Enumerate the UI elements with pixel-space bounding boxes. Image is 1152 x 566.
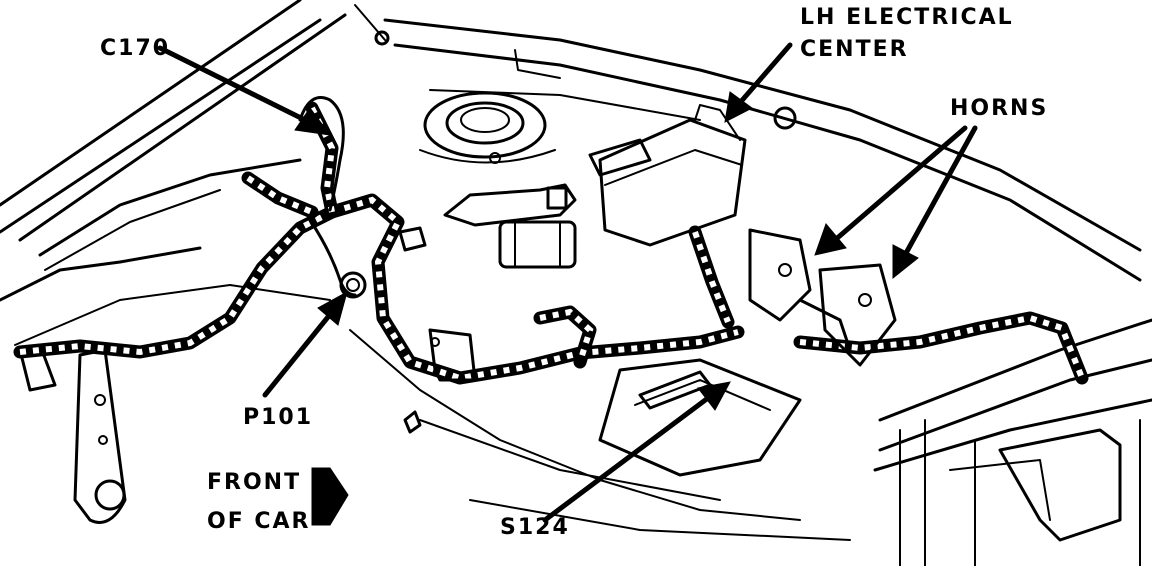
strut-tower bbox=[419, 91, 556, 164]
callout-arrows bbox=[157, 42, 978, 523]
arrow-s124 bbox=[542, 395, 711, 523]
label-p101: P101 bbox=[243, 405, 313, 430]
wiring-harness bbox=[13, 96, 1089, 434]
arrow-lh-electrical-center bbox=[735, 42, 793, 108]
arrow-c170 bbox=[157, 45, 308, 123]
arrow-horns-right bbox=[902, 125, 978, 258]
arrow-horns-left bbox=[832, 125, 968, 243]
label-s124: S124 bbox=[500, 515, 570, 540]
horn-assembly bbox=[748, 228, 897, 367]
fender-bracket bbox=[18, 343, 127, 524]
battery-tray bbox=[598, 358, 802, 477]
labels: C170 LH ELECTRICAL CENTER HORNS P101 FRO… bbox=[100, 5, 1048, 540]
label-horns: HORNS bbox=[950, 96, 1048, 121]
label-c170: C170 bbox=[100, 36, 170, 61]
arrow-p101 bbox=[262, 309, 335, 398]
sensor-assembly bbox=[443, 183, 577, 269]
front-direction-arrow-icon bbox=[311, 467, 349, 526]
label-front-line1: FRONT bbox=[207, 470, 301, 495]
label-lh-electrical-line2: CENTER bbox=[800, 37, 909, 62]
electrical-center-box bbox=[588, 104, 797, 247]
label-lh-electrical-line1: LH ELECTRICAL bbox=[800, 5, 1014, 30]
label-front-line2: OF CAR bbox=[207, 509, 311, 534]
